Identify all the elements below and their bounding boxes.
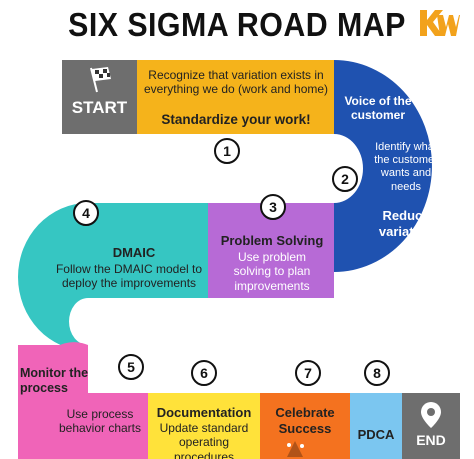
step-number-2: 2 [332,166,358,192]
step-2-subtitle: Reduce variation [378,208,434,239]
checkered-flag-icon [90,67,111,93]
step-1-text: Recognize that variation exists in every… [143,68,329,97]
step-4-inner-cut [69,298,88,345]
location-pin-icon [421,402,441,428]
step-5-text: Use process behavior charts [58,407,142,436]
step-7-title: Celebrate Success [275,405,335,436]
celebration-icon [287,441,304,457]
step-number-4: 4 [73,200,99,226]
step-2-curve [334,60,432,272]
step-4-text: Follow the DMAIC model to deploy the imp… [55,262,203,291]
step-2-title: Voice of the customer [344,94,412,123]
step-7-segment [260,393,350,459]
step-4-curve [18,203,208,351]
step-5-notch-curve [42,342,88,393]
step-number-6: 6 [191,360,217,386]
step-number-1: 1 [214,138,240,164]
step-8-segment [350,393,402,459]
step-number-5: 5 [118,354,144,380]
step-6-title: Documentation [156,405,252,420]
step-6-segment [148,393,260,459]
step-3-text: Use problem solving to plan improvements [233,250,311,293]
step-4-title: DMAIC [112,245,156,260]
step-number-7: 7 [295,360,321,386]
step-5-title: Monitor the process [20,366,89,395]
start-label: START [71,98,128,117]
page-title: SIX SIGMA ROAD MAP [68,6,406,43]
end-label: END [416,432,446,448]
step-2-text: Identify what the customer wants and nee… [374,141,438,193]
step-3-title: Problem Solving [220,233,324,248]
step-1-subtitle: Standardize your work! [161,112,311,127]
step-number-3: 3 [260,194,286,220]
step-1-segment [137,60,334,134]
step-number-8: 8 [364,360,390,386]
step-8-title: PDCA [357,427,395,442]
step-6-text: Update standard operating procedures [159,421,249,459]
kw-logo [418,7,460,39]
